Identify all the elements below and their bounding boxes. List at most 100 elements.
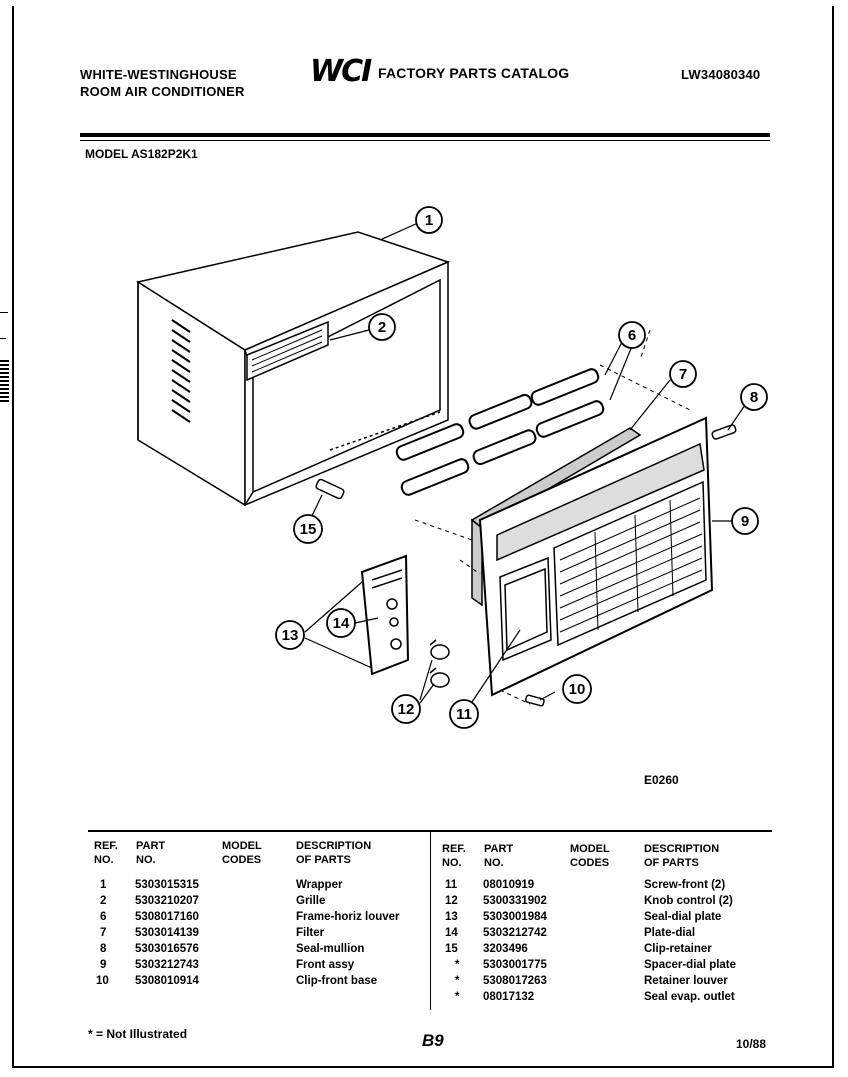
ref-cell: 8 (100, 943, 107, 955)
part-cell: 5308010914 (135, 975, 199, 987)
svg-text:11: 11 (456, 706, 472, 723)
svg-text:6: 6 (628, 327, 636, 344)
svg-text:9: 9 (741, 513, 749, 530)
clip-front-base (524, 694, 545, 707)
desc-cell: Clip-retainer (644, 943, 712, 955)
ref-cell: 13 (445, 911, 458, 923)
desc-cell: Frame-horiz louver (296, 911, 400, 923)
table-divider (430, 832, 431, 1010)
clip-retainer (315, 478, 345, 500)
ref-cell: * (455, 959, 460, 971)
ref-cell: 15 (445, 943, 458, 955)
ref-cell: * (455, 991, 460, 1003)
table-row: 12 5300331902 Knob control (2) (0, 893, 848, 909)
desc-cell: Seal-mullion (296, 943, 365, 955)
table-row: 15 3203496 Clip-retainer (0, 941, 848, 957)
callout-6: 6 (618, 321, 646, 349)
callout-10: 10 (562, 674, 592, 704)
desc-cell: Knob control (2) (644, 895, 733, 907)
callout-13: 13 (275, 620, 305, 650)
part-cell: 5300331902 (483, 895, 547, 907)
catalog-date: 10/88 (736, 1037, 767, 1051)
brand-block: WHITE-WESTINGHOUSE ROOM AIR CONDITIONER (80, 66, 245, 100)
not-illustrated-note: * = Not Illustrated (88, 1027, 188, 1041)
callout-11: 11 (449, 699, 479, 729)
part-cell: 08017132 (483, 991, 535, 1003)
filter (470, 427, 642, 607)
wci-logo: WCI (310, 54, 372, 89)
dial-plate (360, 554, 410, 676)
callout-12: 12 (391, 694, 421, 724)
callout-2: 2 (368, 313, 396, 341)
part-cell: 5303016576 (135, 943, 199, 955)
svg-text:10: 10 (569, 681, 586, 698)
table-row: 13 5303001984 Seal-dial plate (0, 909, 848, 925)
front-assembly (478, 416, 714, 697)
desc-cell: Retainer louver (644, 975, 728, 987)
svg-text:8: 8 (750, 389, 758, 406)
table-row: 10 5308010914 Clip-front base (0, 973, 430, 989)
part-cell: 5308017160 (135, 911, 199, 923)
page-code: B9 (422, 1031, 444, 1050)
product-type: ROOM AIR CONDITIONER (80, 84, 245, 99)
desc-cell: Wrapper (296, 879, 343, 891)
document-number: LW34080340 (681, 67, 761, 82)
desc-cell: Spacer-dial plate (644, 959, 737, 971)
part-cell: 5303015315 (135, 879, 199, 891)
part-cell: 5303212742 (483, 927, 547, 939)
scan-mark (0, 360, 9, 404)
table-row: 1 5303015315 Wrapper (0, 877, 430, 893)
part-cell: 5303014139 (135, 927, 199, 939)
ref-cell: 6 (100, 911, 107, 923)
header-rule-thick (80, 133, 770, 137)
svg-text:1: 1 (425, 212, 433, 229)
scan-mark (0, 312, 8, 313)
desc-cell: Clip-front base (296, 975, 378, 987)
table-row: 7 5303014139 Filter (0, 925, 430, 941)
ref-cell: 1 (100, 879, 107, 891)
table-row: 6 5308017160 Frame-horiz louver (0, 909, 430, 925)
desc-cell: Seal-dial plate (644, 911, 722, 923)
table-row: * 5303001775 Spacer-dial plate (0, 957, 848, 973)
desc-cell: Seal evap. outlet (644, 991, 735, 1003)
table-top-rule (88, 830, 772, 832)
ref-cell: * (455, 975, 460, 987)
table-row: * 08017132 Seal evap. outlet (0, 989, 848, 1005)
table-row: 11 08010919 Screw-front (2) (0, 877, 848, 893)
page-border (12, 6, 834, 1068)
callout-14: 14 (326, 608, 356, 638)
part-cell: 08010919 (483, 879, 535, 891)
model-label: MODEL AS182P2K1 (85, 147, 198, 161)
svg-text:7: 7 (679, 366, 687, 383)
ref-cell: 9 (100, 959, 107, 971)
callout-7: 7 (669, 360, 697, 388)
ref-cell: 11 (445, 879, 458, 891)
callout-1: 1 (415, 206, 443, 234)
wrapper-cabinet (136, 231, 451, 507)
part-cell: 3203496 (483, 943, 528, 955)
part-cell: 5303210207 (135, 895, 199, 907)
callout-15: 15 (293, 514, 323, 544)
part-cell: 5303001775 (483, 959, 547, 971)
desc-cell: Grille (296, 895, 326, 907)
table-row: 8 5303016576 Seal-mullion (0, 941, 430, 957)
part-cell: 5303212743 (135, 959, 199, 971)
table-row: 9 5303212743 Front assy (0, 957, 430, 973)
ref-cell: 12 (445, 895, 458, 907)
svg-text:12: 12 (398, 701, 415, 718)
seal-mullion (711, 424, 737, 440)
svg-text:15: 15 (300, 521, 317, 538)
ref-cell: 10 (96, 975, 109, 987)
header-ref-no: REF.NO. (94, 840, 118, 866)
svg-text:13: 13 (282, 627, 299, 644)
header-ref-no: REF.NO. (442, 843, 466, 869)
catalog-title: FACTORY PARTS CATALOG (378, 65, 570, 81)
